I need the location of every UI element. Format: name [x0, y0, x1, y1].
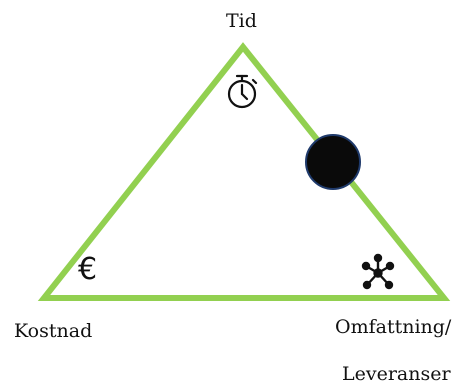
label-leveranser: Leveranser	[342, 363, 451, 385]
euro-icon: €	[78, 252, 98, 287]
label-kostnad: Kostnad	[14, 320, 93, 342]
stopwatch-icon	[227, 74, 258, 109]
project-triangle	[37, 42, 451, 301]
network-nodes-icon	[361, 253, 395, 290]
label-omfattning: Omfattning/	[335, 316, 452, 338]
label-tid: Tid	[226, 10, 257, 32]
position-marker	[305, 134, 361, 190]
